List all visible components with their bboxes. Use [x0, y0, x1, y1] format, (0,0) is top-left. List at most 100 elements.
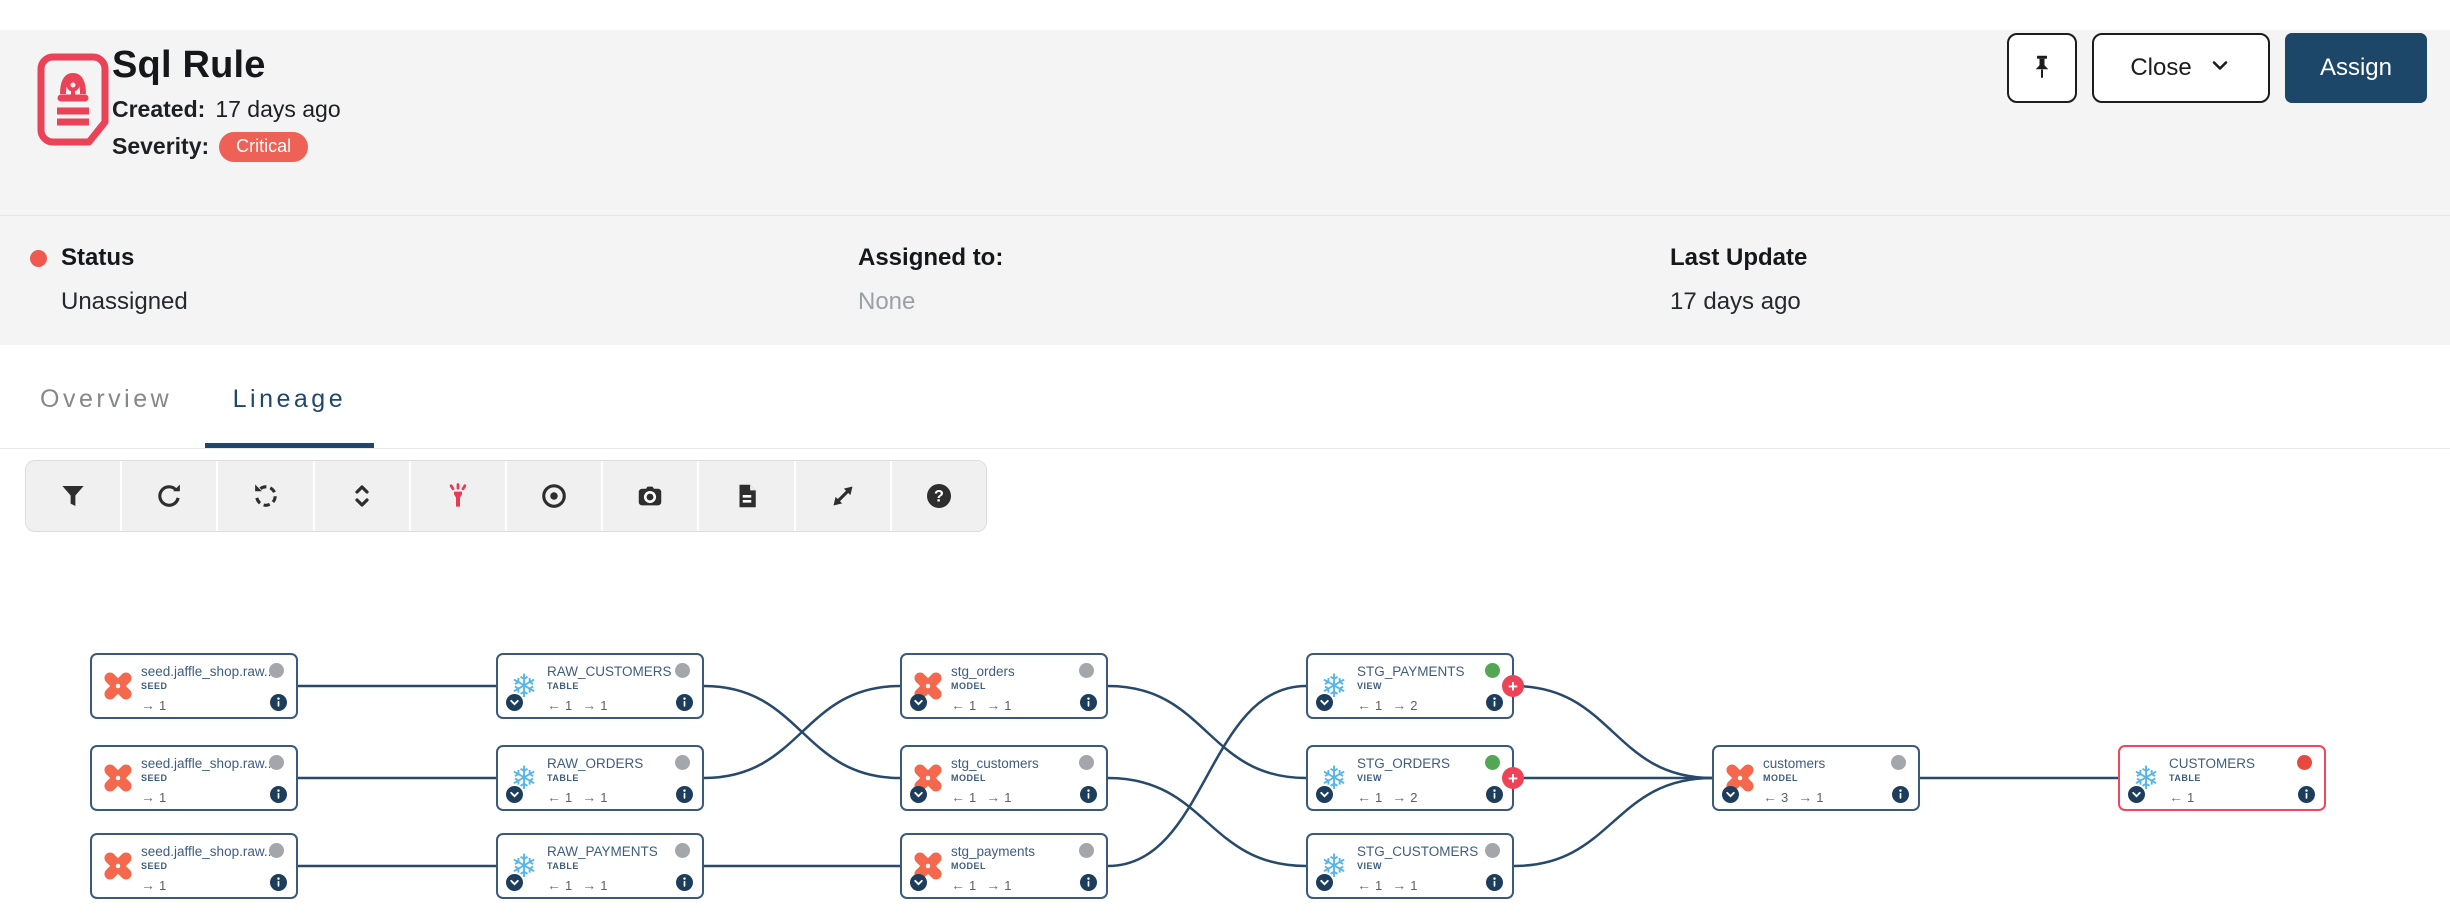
reset-history-toolbar-button[interactable]: [218, 461, 315, 531]
node-status-dot: [1485, 755, 1500, 770]
expand-chevron-icon[interactable]: [1316, 874, 1333, 891]
rule-title-block: Sql Rule Created: 17 days ago Severity: …: [112, 44, 341, 162]
lineage-node-raw_orders[interactable]: ❄ RAW_ORDERS TABLE ←1→1: [496, 745, 704, 811]
assign-button[interactable]: Assign: [2285, 33, 2427, 103]
expand-chevron-icon[interactable]: [1316, 786, 1333, 803]
downstream-count: 1: [600, 877, 608, 893]
upstream-arrow-icon: ←: [951, 877, 965, 893]
node-title: stg_payments: [951, 844, 1036, 859]
info-icon[interactable]: [676, 694, 693, 711]
filter-toolbar-button[interactable]: [26, 461, 123, 531]
upstream-arrow-icon: ←: [951, 789, 965, 805]
node-title: stg_customers: [951, 756, 1039, 771]
lineage-node-stg_payments[interactable]: stg_payments MODEL ←1→1: [900, 833, 1108, 899]
upstream-arrow-icon: ←: [547, 789, 561, 805]
info-icon[interactable]: [270, 874, 287, 891]
downstream-count: 1: [159, 697, 167, 713]
upstream-count: 1: [565, 877, 573, 893]
lineage-node-raw_customers[interactable]: ❄ RAW_CUSTOMERS TABLE ←1→1: [496, 653, 704, 719]
pin-button[interactable]: [2007, 33, 2077, 103]
expand-chevron-icon[interactable]: [910, 694, 927, 711]
downstream-arrow-icon: →: [141, 697, 155, 713]
node-title: seed.jaffle_shop.raw...: [141, 844, 271, 859]
camera-toolbar-button[interactable]: [603, 461, 700, 531]
upstream-arrow-icon: ←: [1357, 789, 1371, 805]
lineage-node-customers[interactable]: customers MODEL ←3→1: [1712, 745, 1920, 811]
lineage-node-seed_orders[interactable]: seed.jaffle_shop.raw... SEED →1: [90, 745, 298, 811]
lineage-node-STG_CUSTOMERS[interactable]: ❄ STG_CUSTOMERS VIEW ←1→1: [1306, 833, 1514, 899]
upstream-count: 1: [565, 789, 573, 805]
node-subtitle: VIEW: [1357, 681, 1383, 691]
last-update-value: 17 days ago: [1670, 288, 1801, 315]
top-strip: [0, 0, 2450, 30]
lineage-node-STG_ORDERS[interactable]: ❄ STG_ORDERS VIEW ←1→2 +: [1306, 745, 1524, 811]
expand-chevron-icon[interactable]: [2128, 786, 2145, 803]
info-icon[interactable]: [1486, 694, 1503, 711]
info-icon[interactable]: [676, 874, 693, 891]
node-status-dot: [675, 663, 690, 678]
upstream-count: 1: [1375, 697, 1383, 713]
expand-chevron-icon[interactable]: [1316, 694, 1333, 711]
expand-chevron-icon[interactable]: [506, 874, 523, 891]
node-edge-counts: ←1→2: [1357, 697, 1423, 713]
expand-chevron-icon[interactable]: [910, 786, 927, 803]
expand-collapse-toolbar-button[interactable]: [314, 461, 411, 531]
info-icon[interactable]: [1080, 786, 1097, 803]
lineage-node-stg_orders[interactable]: stg_orders MODEL ←1→1: [900, 653, 1108, 719]
upstream-arrow-icon: ←: [1357, 877, 1371, 893]
info-icon[interactable]: [1080, 874, 1097, 891]
focus-toolbar-button[interactable]: [507, 461, 604, 531]
info-icon[interactable]: [2298, 786, 2315, 803]
close-button[interactable]: Close: [2092, 33, 2270, 103]
node-subtitle: TABLE: [547, 861, 579, 871]
lineage-node-CUSTOMERS[interactable]: ❄ CUSTOMERS TABLE ←1: [2118, 745, 2326, 811]
info-icon[interactable]: [676, 786, 693, 803]
node-status-dot: [1079, 663, 1094, 678]
tab-overview[interactable]: Overview: [40, 385, 173, 413]
lineage-node-stg_customers[interactable]: stg_customers MODEL ←1→1: [900, 745, 1108, 811]
downstream-count: 1: [600, 697, 608, 713]
document-toolbar-button[interactable]: [699, 461, 796, 531]
lineage-edge: [1513, 776, 1713, 868]
node-subtitle: MODEL: [1763, 773, 1798, 783]
info-icon[interactable]: [1892, 786, 1909, 803]
expand-plus-badge[interactable]: +: [1502, 675, 1524, 697]
upstream-count: 1: [565, 697, 573, 713]
info-icon[interactable]: [1486, 786, 1503, 803]
downstream-count: 1: [159, 877, 167, 893]
expand-plus-badge[interactable]: +: [1502, 767, 1524, 789]
lineage-node-seed_customers[interactable]: seed.jaffle_shop.raw... SEED →1: [90, 653, 298, 719]
node-edge-counts: ←1→1: [547, 877, 613, 893]
lineage-node-seed_payments[interactable]: seed.jaffle_shop.raw... SEED →1: [90, 833, 298, 899]
flashlight-toolbar-button[interactable]: [410, 461, 508, 531]
expand-chevron-icon[interactable]: [1722, 786, 1739, 803]
status-row: Status Unassigned Assigned to: None Last…: [0, 216, 2450, 345]
rule-header-row: Sql Rule Created: 17 days ago Severity: …: [0, 30, 2450, 215]
node-edge-counts: →1: [141, 697, 172, 713]
info-icon[interactable]: [1080, 694, 1097, 711]
info-icon[interactable]: [1486, 874, 1503, 891]
info-icon[interactable]: [270, 786, 287, 803]
expand-chevron-icon[interactable]: [910, 874, 927, 891]
lineage-node-STG_PAYMENTS[interactable]: ❄ STG_PAYMENTS VIEW ←1→2 +: [1306, 653, 1524, 719]
tab-bar-divider: [0, 448, 2450, 449]
help-toolbar-button[interactable]: ?: [891, 461, 986, 531]
refresh-toolbar-button[interactable]: [122, 461, 219, 531]
last-update-column: Last Update 17 days ago: [1670, 244, 1807, 316]
downstream-count: 1: [1410, 877, 1418, 893]
expand-chevron-icon[interactable]: [506, 694, 523, 711]
tab-lineage[interactable]: Lineage: [204, 345, 375, 449]
chevron-down-icon: [2208, 53, 2232, 84]
fullscreen-toolbar-button[interactable]: [795, 461, 892, 531]
downstream-arrow-icon: →: [141, 789, 155, 805]
node-edge-counts: ←1: [2169, 789, 2200, 805]
node-edge-counts: →1: [141, 789, 172, 805]
document-icon: [732, 481, 762, 511]
node-status-dot: [269, 843, 284, 858]
lineage-node-raw_payments[interactable]: ❄ RAW_PAYMENTS TABLE ←1→1: [496, 833, 704, 899]
node-title: RAW_PAYMENTS: [547, 844, 658, 859]
node-title: seed.jaffle_shop.raw...: [141, 664, 271, 679]
info-icon[interactable]: [270, 694, 287, 711]
assigned-to-value: None: [858, 288, 916, 315]
expand-chevron-icon[interactable]: [506, 786, 523, 803]
